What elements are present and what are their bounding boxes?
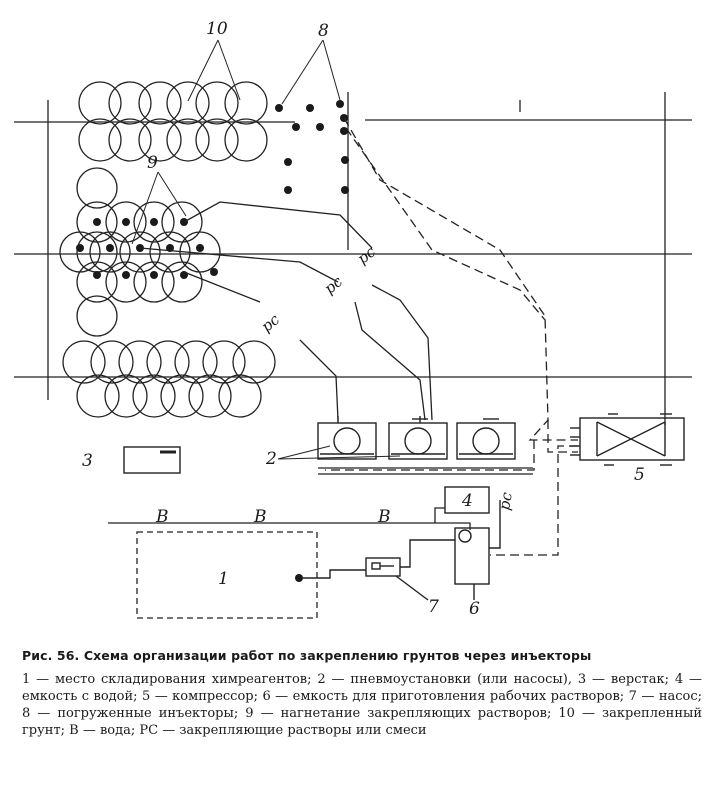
label-2-leaders [277, 445, 401, 460]
pump [303, 539, 455, 601]
caption-title: Рис. 56. Схема организации работ по закр… [22, 648, 592, 663]
work-organization-scheme: 10 8 9 2 3 5 4 1 7 6 В В В рс рс рс рс [14, 19, 692, 619]
rc-label-1: рс [354, 242, 380, 268]
solution-hoses [139, 201, 433, 421]
solution-tank [454, 500, 501, 600]
chemical-storage [136, 531, 318, 619]
label-10: 10 [206, 19, 228, 39]
water-label-3: В [377, 507, 391, 527]
diagram-labels: 10 8 9 2 3 5 4 1 7 6 В В В рс рс рс рс [82, 19, 645, 619]
label-3: 3 [82, 451, 93, 471]
water-label-2: В [253, 507, 267, 527]
label-7: 7 [428, 597, 439, 617]
figure-caption: Рис. 56. Схема организации работ по закр… [22, 648, 702, 739]
rc-label-4: рс [495, 490, 516, 511]
compressor [570, 413, 685, 466]
label-6: 6 [469, 599, 480, 619]
label-4: 4 [461, 491, 473, 511]
pneumatic-unit [317, 416, 377, 460]
air-lines [325, 117, 578, 556]
pneumatic-unit [388, 416, 448, 460]
rc-label-3: рс [258, 310, 284, 336]
label-leaders [131, 39, 341, 245]
rc-label-2: рс [321, 272, 347, 298]
label-9: 9 [147, 153, 158, 173]
pneumatic-units [317, 416, 533, 475]
pneumatic-unit [456, 418, 516, 460]
water-label-1: В [155, 507, 169, 527]
water-tank [444, 486, 490, 514]
label-8: 8 [318, 21, 329, 41]
label-2: 2 [265, 449, 277, 469]
injector-dots [76, 100, 349, 279]
label-1: 1 [218, 569, 229, 589]
label-5: 5 [634, 465, 645, 485]
consolidated-soil-circles [59, 81, 276, 418]
caption-legend: 1 — место складирования химреагентов; 2 … [22, 672, 702, 738]
workbench [123, 446, 181, 474]
rail-track [318, 467, 533, 475]
